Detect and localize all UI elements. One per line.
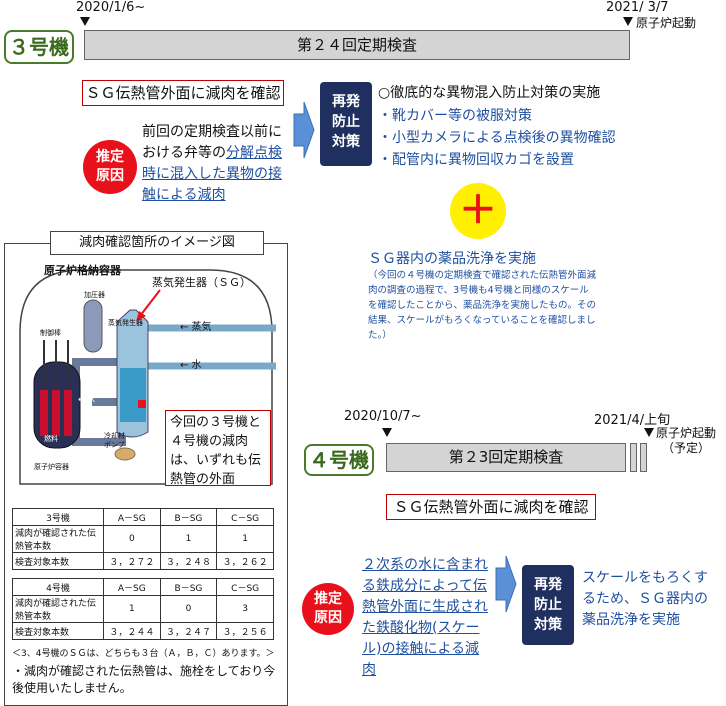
unit3-end-date: 2021/ 3/7: [606, 0, 669, 15]
footnote: ＜3、4号機のＳＧは、どちらも３台（Ａ，Ｂ，Ｃ）あります。＞: [12, 649, 275, 659]
table-cell: ３，２４７: [159, 622, 218, 640]
water-label: ← 水: [180, 360, 202, 371]
unit3-label: ３号機: [4, 30, 74, 64]
unit3-start-marker: [80, 17, 90, 26]
table-cell: ３，２６２: [216, 552, 274, 570]
unit4-label: ４号機: [304, 444, 374, 476]
unit4-bar-segment: [630, 443, 637, 472]
water-label-2: ← 水: [78, 395, 96, 404]
sg-small-label: 蒸気発生器: [108, 319, 143, 327]
table-cell: 減肉が確認された伝熱管本数: [12, 595, 104, 623]
diagram-title: 減肉確認箇所のイメージ図: [50, 231, 264, 255]
prevention-item: ・小型カメラによる点検後の異物確認: [378, 130, 616, 146]
unit4-end-date: 2021/4/上旬: [594, 413, 671, 428]
unit3-arrow: [293, 101, 315, 159]
unit4-arrow: [495, 555, 517, 613]
table-cell: ３，２４８: [159, 552, 218, 570]
unit3-table: 3号機 A－SG B－SG C－SG 減肉が確認された伝熱管本数 0 1 1 検…: [12, 508, 274, 570]
cause-badge-text: 推定 原因: [314, 591, 342, 626]
plus-circle: ＋: [450, 183, 506, 239]
cause-underlined: 分解点検時に混入した異物の接触による減肉: [142, 145, 282, 203]
unit3-end-marker: [623, 17, 633, 26]
unit4-end-marker: [644, 428, 654, 437]
table-cell: 1: [103, 595, 161, 623]
diagram-callout: 今回の３号機と４号機の減肉は、いずれも伝熱管の外面: [165, 410, 271, 487]
unit4-start-date: 2020/10/7~: [344, 409, 422, 424]
table-cell: 検査対象本数: [12, 622, 104, 640]
cause-badge-text: 推定 原因: [96, 149, 124, 184]
table-header: B－SG: [159, 578, 218, 596]
unit3-inspection-bar: 第２４回定期検査: [84, 30, 630, 60]
table-cell: ３，２７２: [103, 552, 161, 570]
table-header: A－SG: [103, 508, 161, 526]
control-rod-label: 制御棒: [40, 329, 61, 337]
prevention-badge-text: 再発 防止 対策: [332, 94, 360, 150]
table-header: C－SG: [216, 578, 274, 596]
table-header: 3号機: [12, 508, 104, 526]
cause-plain: 前回の定期検査以前における弁等の: [142, 124, 282, 161]
unit4-finding: ＳＧ伝熱管外面に減肉を確認: [386, 494, 596, 520]
unit3-cleaning-note: （今回の４号機の定期検査で確認された伝熱管外面減肉の調査の過程で、3号機も4号機…: [368, 270, 597, 341]
unit4-cause-badge: 推定 原因: [302, 583, 354, 635]
fuel-label: 燃料: [44, 435, 58, 443]
unit3-prevention-list: ・靴カバー等の被服対策 ・小型カメラによる点検後の異物確認 ・配管内に異物回収カ…: [378, 105, 616, 171]
table-cell: 3: [216, 595, 274, 623]
sg-label: 蒸気発生器（ＳＧ）: [152, 276, 251, 289]
unit3-cause-text: 前回の定期検査以前における弁等の分解点検時に混入した異物の接触による減肉: [142, 122, 284, 206]
table-cell: 減肉が確認された伝熱管本数: [12, 525, 104, 553]
table-header: B－SG: [159, 508, 218, 526]
table-cell: 1: [216, 525, 274, 553]
table-header: C－SG: [216, 508, 274, 526]
steam-label: ← 蒸気: [180, 322, 212, 333]
unit4-inspection-bar: 第２3回定期検査: [386, 443, 626, 472]
unit4-prevention-text: スケールをもろくするため、ＳＧ器内の薬品洗浄を実施: [582, 570, 708, 628]
plus-symbol: ＋: [458, 188, 497, 232]
pressurizer-label: 加圧器: [84, 291, 105, 299]
prevention-item: ・靴カバー等の被服対策: [378, 108, 532, 124]
table-cell: 0: [103, 525, 161, 553]
table-header: 4号機: [12, 578, 104, 596]
unit3-start-date: 2020/1/6~: [76, 0, 146, 15]
unit4-bar-segment: [640, 443, 647, 472]
unit3-prevention-title: ○徹底的な異物混入防止対策の実施: [378, 85, 601, 101]
unit3-finding: ＳＧ伝熱管外面に減肉を確認: [82, 80, 284, 106]
table-cell: ３，２４４: [103, 622, 161, 640]
prevention-item: ・配管内に異物回収カゴを設置: [378, 152, 574, 168]
unit3-prevention-badge: 再発 防止 対策: [320, 82, 372, 166]
table-cell: 検査対象本数: [12, 552, 104, 570]
unit3-cleaning-title: ＳＧ器内の薬品洗浄を実施: [368, 251, 536, 267]
pump-label: 冷却材 ポンプ: [104, 432, 125, 449]
table-cell: ３，２５６: [216, 622, 274, 640]
unit4-end-event: 原子炉起動 （予定）: [656, 426, 717, 455]
unit4-start-marker: [382, 428, 392, 437]
unit3-cause-badge: 推定 原因: [83, 140, 137, 194]
bullet-note: ・減肉が確認された伝熱管は、施栓をしており今後使用いたしません。: [12, 664, 276, 695]
table-cell: 0: [159, 595, 218, 623]
unit4-prevention-badge: 再発 防止 対策: [522, 565, 574, 645]
unit4-cause-text: ２次系の水に含まれる鉄成分によって伝熱管外面に生成された鉄酸化物(スケール)の接…: [362, 557, 488, 678]
unit3-end-event: 原子炉起動: [636, 16, 697, 30]
table-cell: 1: [159, 525, 218, 553]
vessel-label: 原子炉容器: [34, 463, 69, 471]
prevention-badge-text: 再発 防止 対策: [534, 577, 562, 633]
containment-label: 原子炉格納容器: [44, 264, 121, 277]
unit4-table: 4号機 A－SG B－SG C－SG 減肉が確認された伝熱管本数 1 0 3 検…: [12, 578, 274, 640]
table-header: A－SG: [103, 578, 161, 596]
